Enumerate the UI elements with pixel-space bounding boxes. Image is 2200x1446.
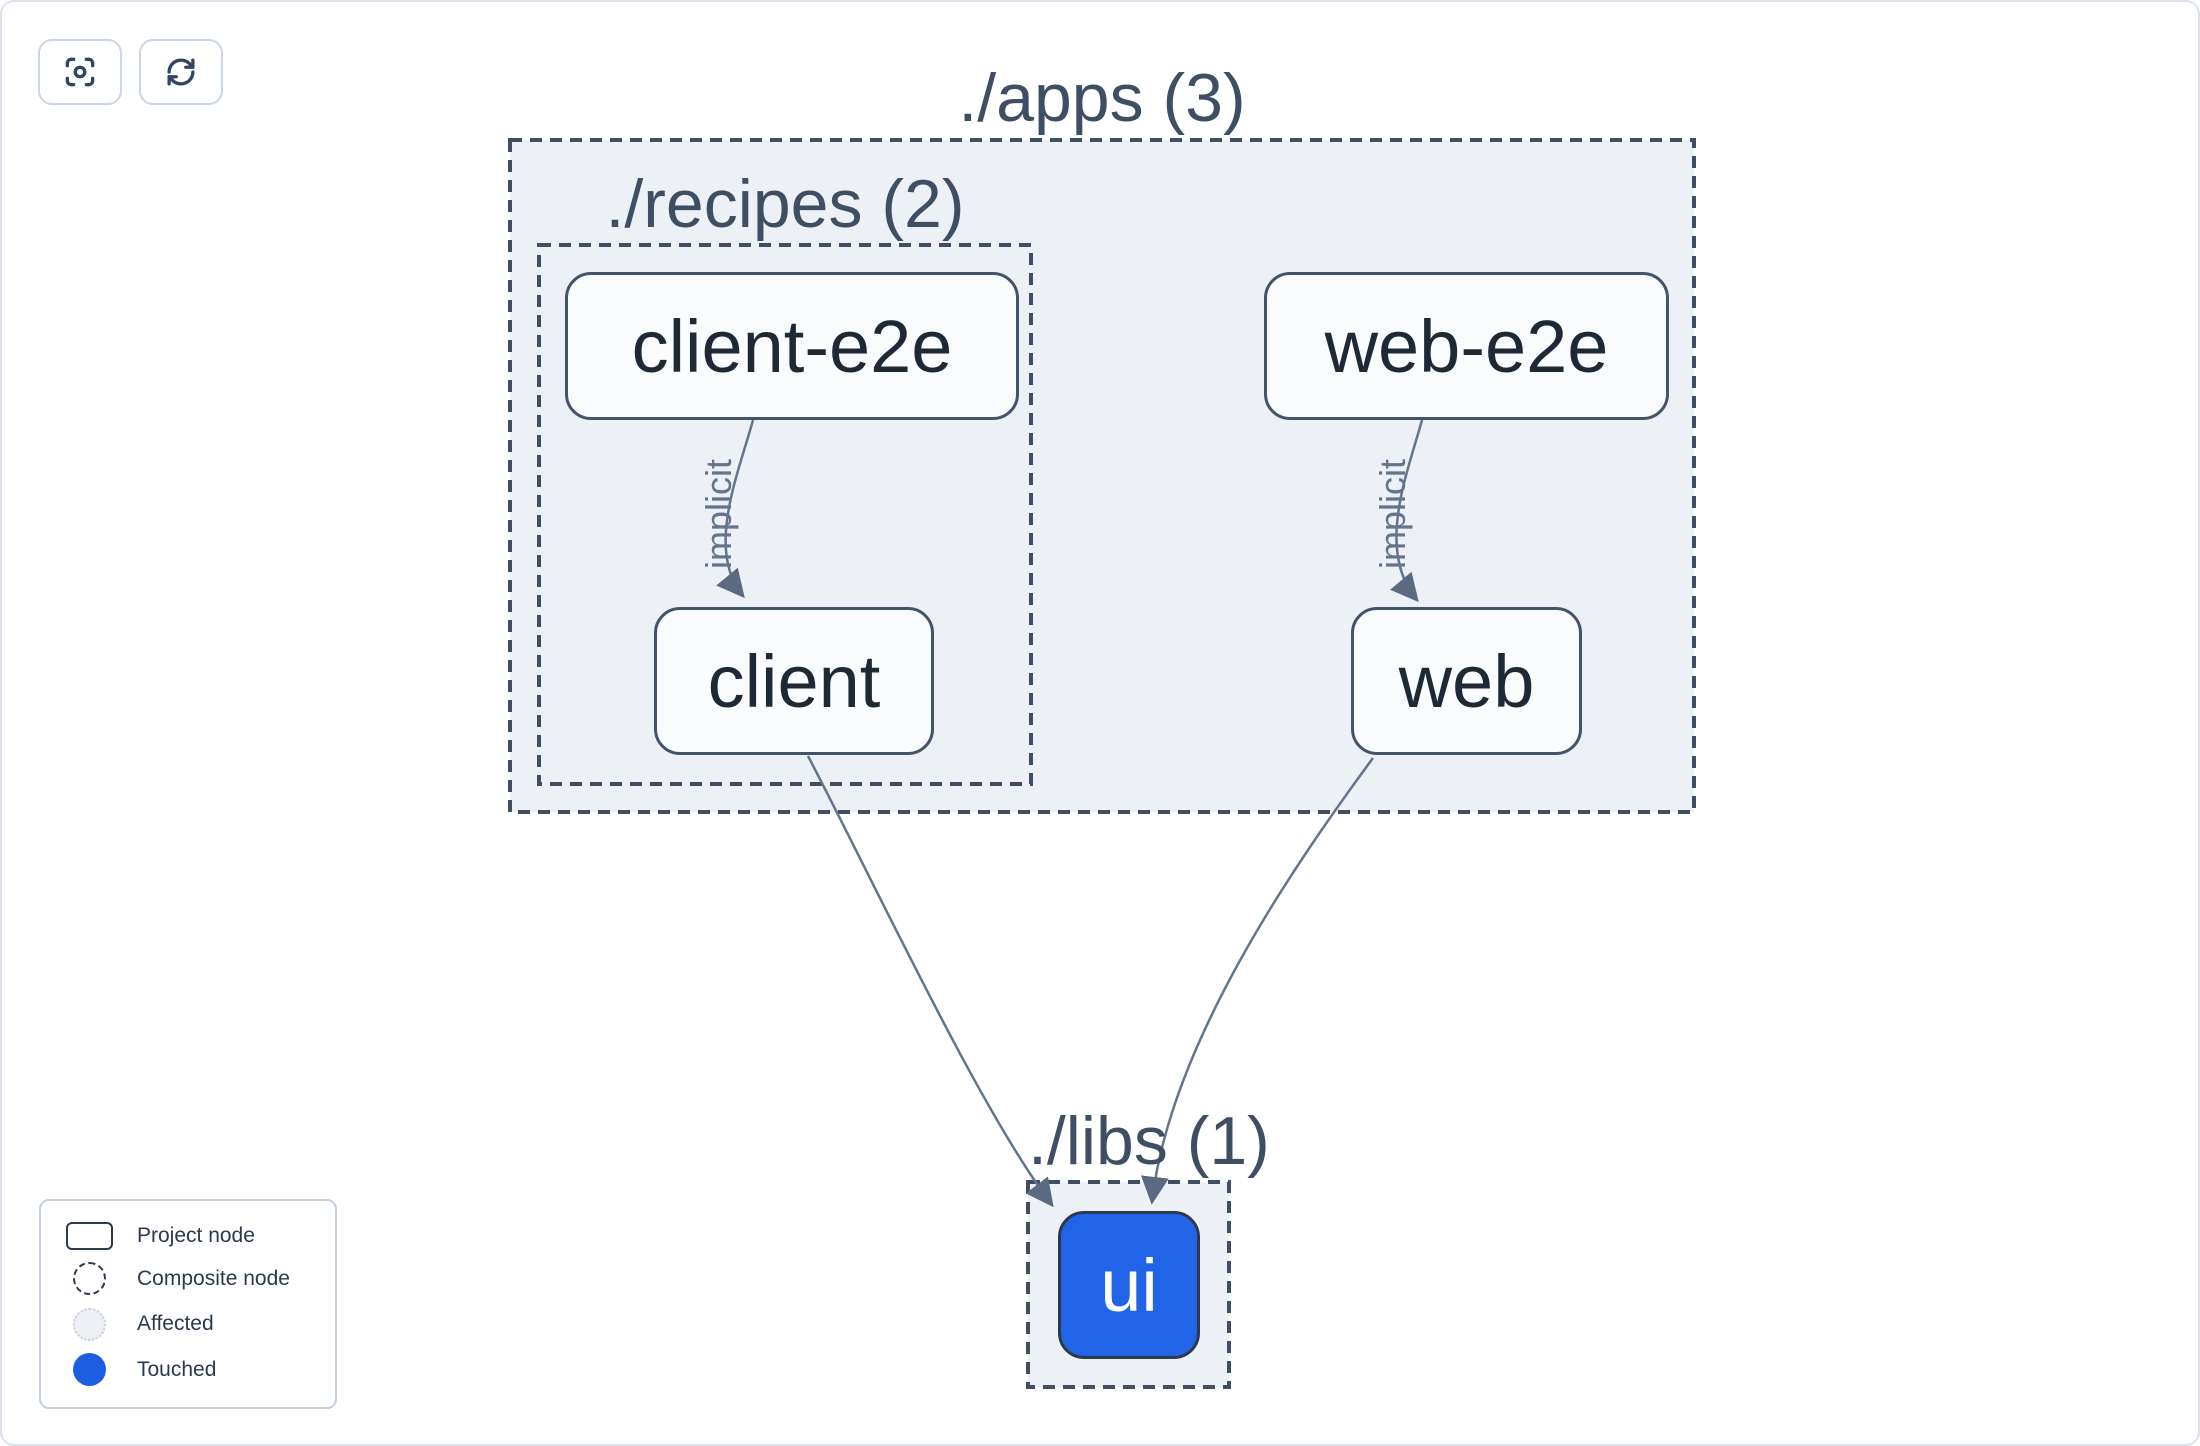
touched-swatch [72, 1353, 106, 1387]
project-node-ui-touched[interactable]: ui [1058, 1211, 1200, 1359]
project-node-web[interactable]: web [1351, 607, 1582, 755]
legend-item-touched: Touched [41, 1353, 335, 1387]
legend-label: Affected [137, 1312, 214, 1336]
focus-graph-button[interactable] [38, 39, 122, 105]
composite-node-swatch [72, 1262, 106, 1296]
focus-icon [65, 57, 95, 87]
graph-legend: Project node Composite node Affected Tou… [39, 1199, 337, 1409]
project-node-client[interactable]: client [654, 607, 934, 755]
project-node-client-e2e[interactable]: client-e2e [565, 272, 1019, 420]
edge-web-e2e-to-web[interactable] [1390, 419, 1424, 603]
legend-label: Composite node [137, 1266, 290, 1290]
legend-label: Project node [137, 1223, 255, 1247]
legend-item-project-node: Project node [41, 1221, 335, 1250]
composite-label-libs[interactable]: ./libs (1) [1028, 1103, 1270, 1179]
edge-client-to-ui[interactable] [806, 755, 1054, 1208]
edge-label-implicit-web: implicit [1372, 458, 1413, 570]
edge-client-e2e-to-client[interactable] [716, 419, 755, 599]
legend-label: Touched [137, 1357, 217, 1381]
edge-web-to-ui[interactable] [1140, 757, 1375, 1205]
composite-label-recipes[interactable]: ./recipes (2) [605, 166, 965, 242]
affected-swatch [72, 1307, 106, 1341]
project-node-swatch [65, 1221, 113, 1250]
legend-item-affected: Affected [41, 1307, 335, 1341]
project-node-web-e2e[interactable]: web-e2e [1264, 272, 1669, 420]
legend-item-composite-node: Composite node [41, 1262, 335, 1296]
refresh-icon [167, 58, 195, 86]
refresh-graph-button[interactable] [139, 39, 223, 105]
composite-label-apps[interactable]: ./apps (3) [958, 60, 1246, 136]
edge-label-implicit-client: implicit [698, 458, 739, 570]
